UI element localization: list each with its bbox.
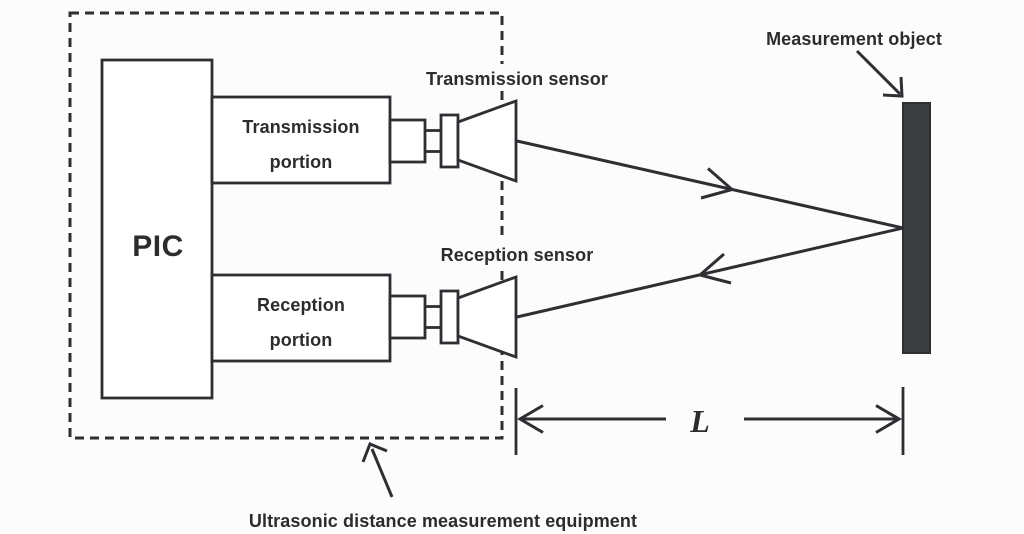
measurement-object-pointer-arrowhead xyxy=(882,76,904,98)
reception-sensor-label-bg xyxy=(436,240,598,267)
reception-portion-label-line2: portion xyxy=(270,330,333,350)
measurement-object-label: Measurement object xyxy=(766,29,942,49)
distance-label: L xyxy=(689,403,710,439)
measurement-object-pointer-line xyxy=(855,49,902,96)
transmission-horn xyxy=(456,99,518,183)
equipment-caption: Ultrasonic distance measurement equipmen… xyxy=(249,511,637,531)
equipment-dashed-boundary xyxy=(68,11,504,440)
transmission-sensor-label-bg xyxy=(422,64,614,91)
dimension-arrowhead-right xyxy=(875,404,902,434)
pic-label: PIC xyxy=(132,230,184,263)
pic-box xyxy=(100,58,214,400)
reception-sensor-label: Reception sensor xyxy=(441,245,594,265)
reception-portion-label-line1: Reception xyxy=(257,295,345,315)
transmission-transducer-body xyxy=(439,113,460,169)
equipment-pointer-line xyxy=(370,448,394,498)
dimension-arrowhead-left xyxy=(517,404,544,434)
reception-portion-box xyxy=(210,273,392,363)
reception-transducer-body xyxy=(439,289,460,345)
transmission-beam-arrowhead xyxy=(700,167,736,200)
transmission-portion-label-line1: Transmission xyxy=(242,117,359,137)
transmission-portion-box xyxy=(210,95,392,185)
transmission-sensor-label: Transmission sensor xyxy=(426,69,608,89)
equipment-pointer-arrowhead xyxy=(361,442,388,463)
transmission-beam-line xyxy=(516,139,904,230)
reception-beam-arrowhead xyxy=(696,252,732,285)
transmission-portion-label-line2: portion xyxy=(270,152,333,172)
measurement-object-bar xyxy=(902,102,931,354)
reception-sensor-connector-box xyxy=(388,294,427,340)
reception-beam-line xyxy=(516,226,904,319)
transmission-sensor-connector-box xyxy=(388,118,427,164)
reception-horn xyxy=(456,275,518,359)
